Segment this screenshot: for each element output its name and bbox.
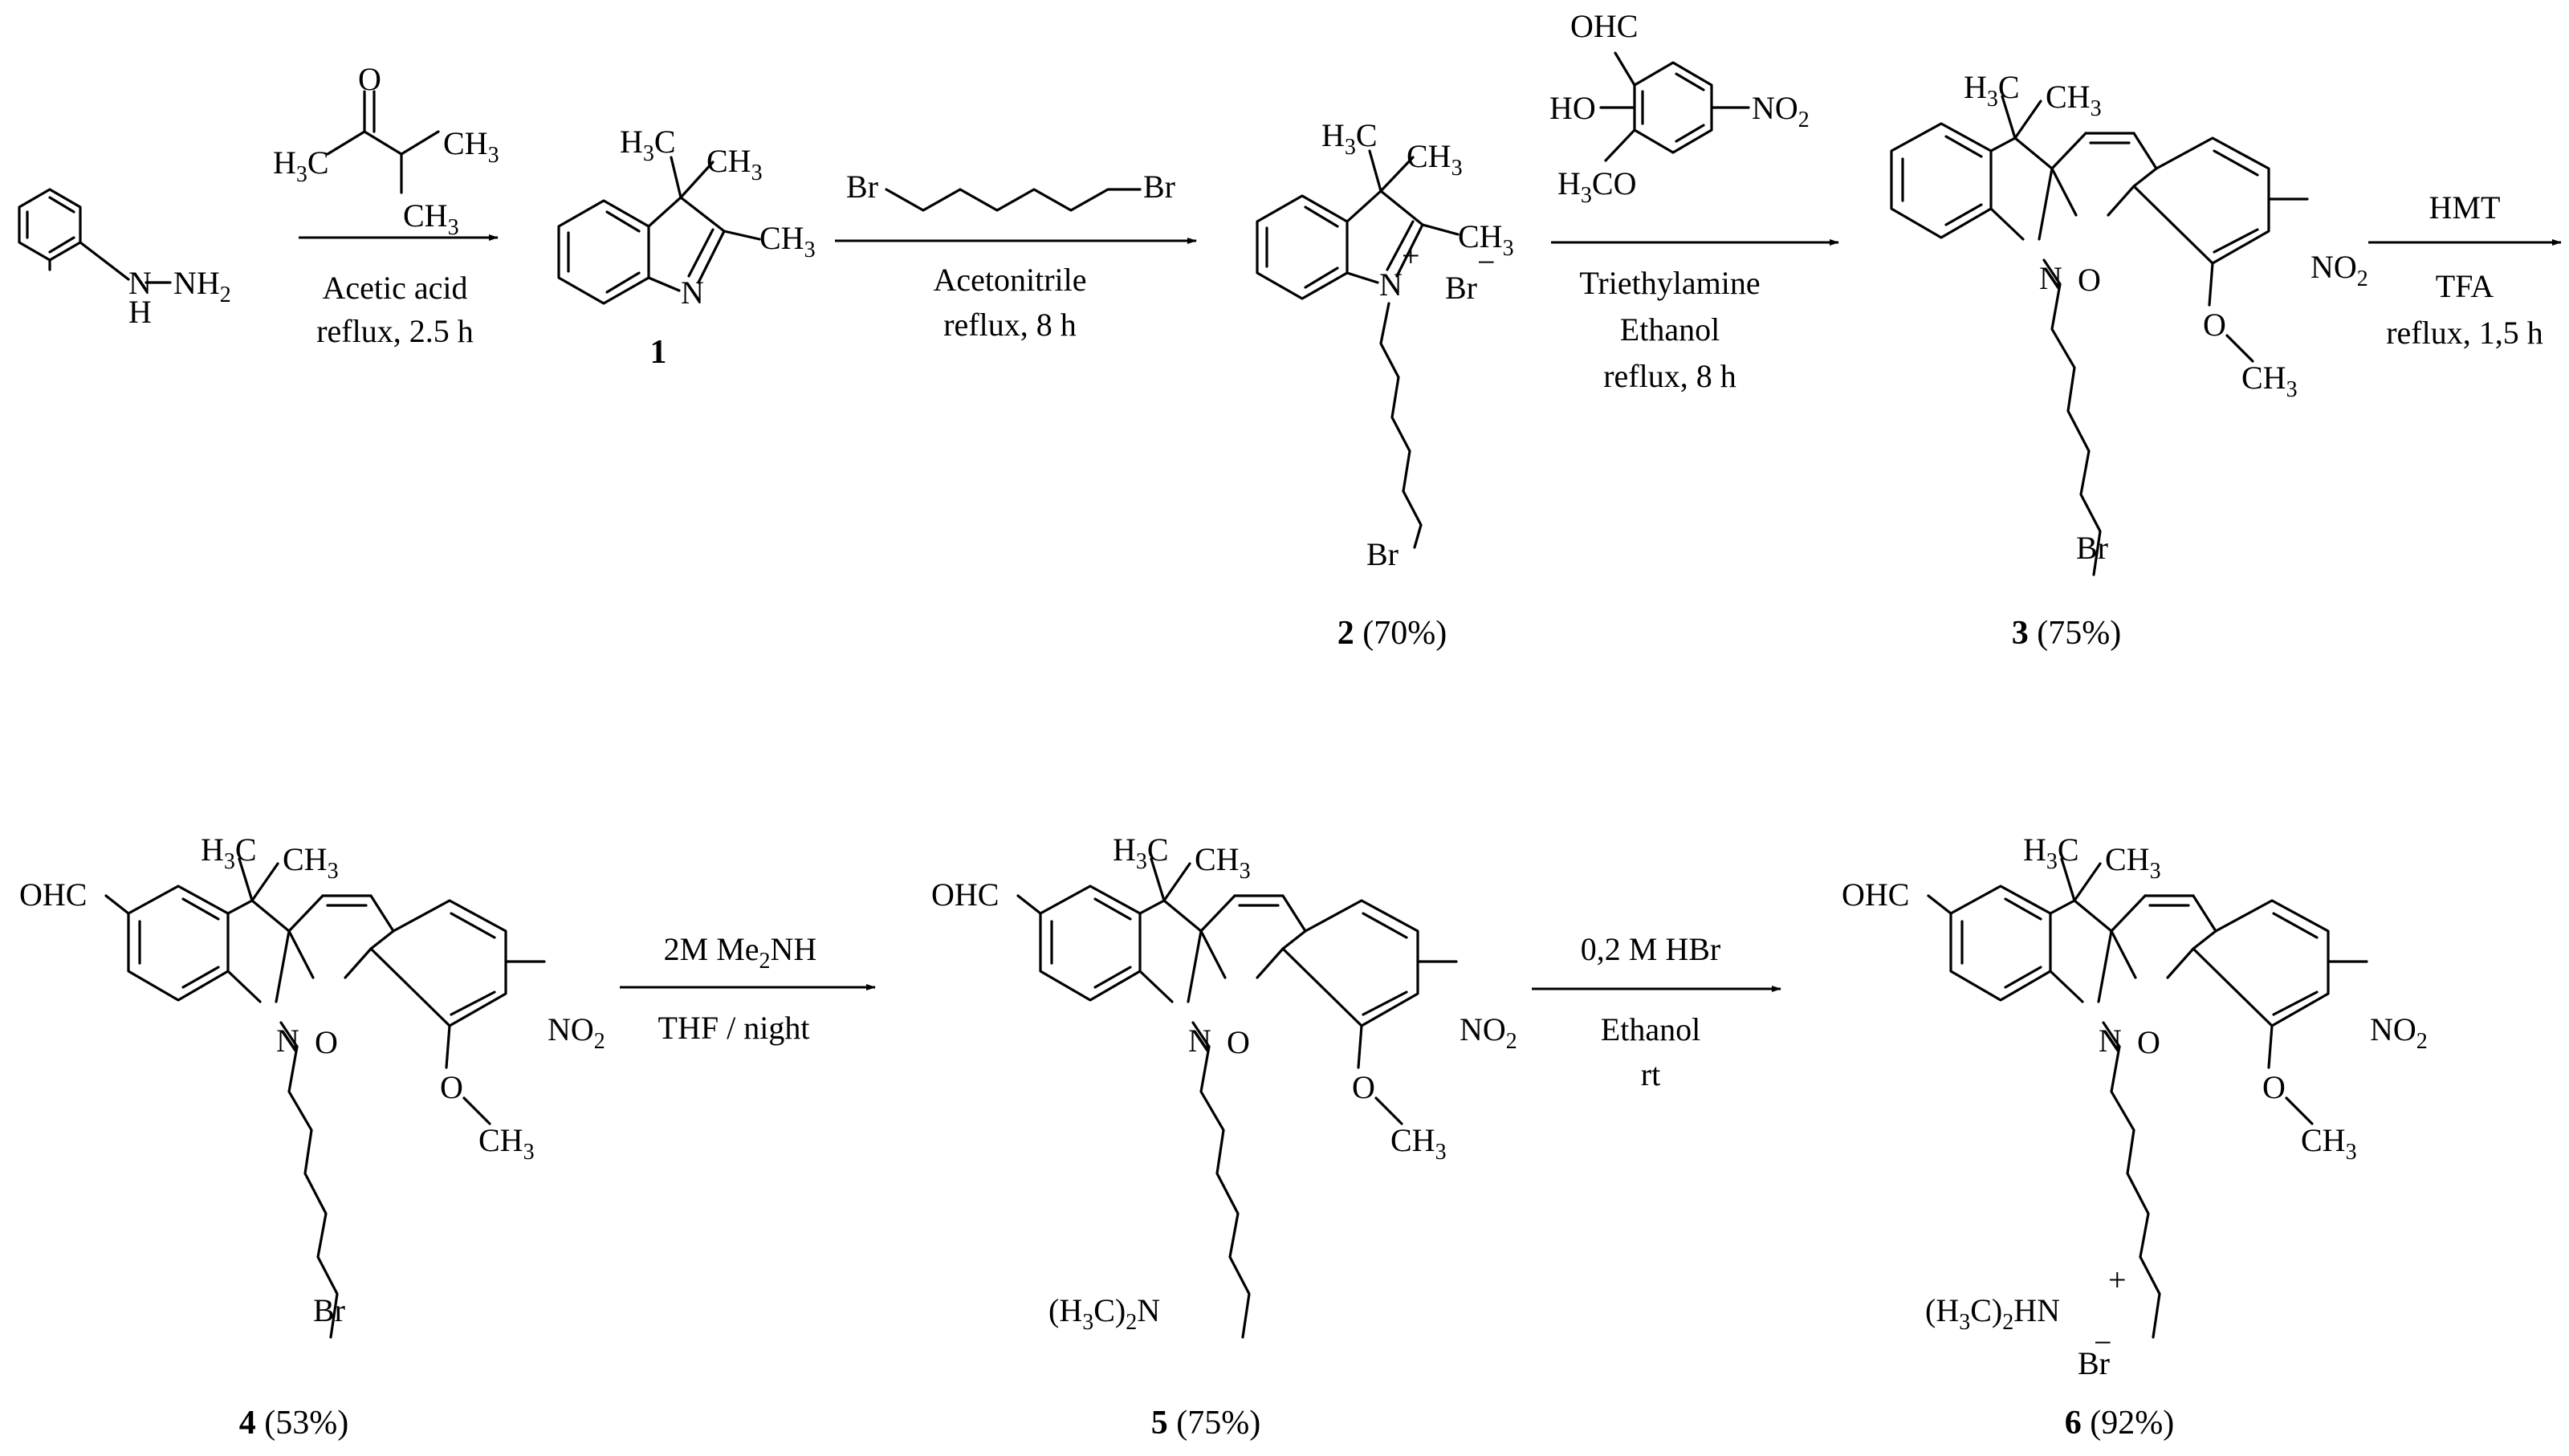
atom-ch3: CH3 bbox=[1407, 138, 1463, 181]
compound-2-label: 2 (70%) bbox=[1337, 615, 1447, 652]
atom-no2: NO2 bbox=[2310, 249, 2368, 291]
atom-dimethylammonium: (H3C)2HN bbox=[1925, 1292, 2060, 1335]
step6-condition: 0,2 M HBr bbox=[1581, 931, 1720, 967]
step4-condition: HMT bbox=[2429, 189, 2501, 226]
atom-ch3: CH3 bbox=[2301, 1122, 2357, 1165]
step3-condition: reflux, 8 h bbox=[1603, 358, 1736, 394]
atom-dimethylamino: (H3C)2N bbox=[1048, 1292, 1160, 1335]
atom-h3c: H3C bbox=[1964, 69, 2020, 112]
step1-condition: reflux, 2.5 h bbox=[316, 313, 474, 349]
atom-n: N bbox=[2039, 260, 2062, 296]
atom-o: O bbox=[2262, 1069, 2286, 1105]
dibromopentane-structure: Br Br bbox=[846, 169, 1175, 212]
atom-h3c: H3C bbox=[1321, 117, 1378, 160]
compound-1-label: 1 bbox=[650, 334, 667, 371]
atom-n: N bbox=[1188, 1023, 1211, 1059]
atom-n: N bbox=[1379, 266, 1403, 303]
atom-ch3: CH3 bbox=[1195, 841, 1251, 884]
charge-minus: − bbox=[2094, 1324, 2112, 1360]
atom-o: O bbox=[2203, 307, 2226, 343]
atom-o: O bbox=[1352, 1069, 1375, 1105]
charge-plus: + bbox=[2108, 1262, 2127, 1298]
step4-condition: TFA bbox=[2436, 268, 2494, 304]
atom-br: Br bbox=[1143, 169, 1175, 205]
atom-ohc: OHC bbox=[19, 876, 87, 913]
atom-h3c: H3C bbox=[1113, 832, 1169, 874]
compound-3-structure: N O H3C CH3 NO2 O CH3 Br bbox=[1890, 69, 2368, 576]
atom-o: O bbox=[2078, 262, 2101, 298]
atom-br: Br bbox=[846, 169, 878, 205]
step6-condition: rt bbox=[1641, 1056, 1660, 1092]
atom-h3c: H3C bbox=[201, 832, 257, 874]
atom-no2: NO2 bbox=[1752, 90, 1810, 132]
atom-ch3: CH3 bbox=[2046, 79, 2102, 121]
atom-ch3: CH3 bbox=[443, 125, 499, 168]
atom-o: O bbox=[2137, 1024, 2160, 1060]
atom-ohc: OHC bbox=[1570, 8, 1638, 44]
charge-minus: − bbox=[1477, 244, 1496, 280]
nitro-methoxysalicylaldehyde-structure: OHC HO H3CO NO2 bbox=[1549, 8, 1810, 208]
atom-ch3: CH3 bbox=[478, 1122, 535, 1165]
methyl-isopropyl-ketone-structure: O H3C CH3 CH3 bbox=[273, 61, 499, 240]
atom-ch3: CH3 bbox=[1458, 218, 1514, 261]
atom-ch3: CH3 bbox=[283, 841, 339, 884]
atom-ohc: OHC bbox=[1842, 876, 1909, 913]
atom-h3c: H3C bbox=[273, 144, 329, 187]
atom-br-counterion: Br bbox=[1445, 270, 1477, 306]
compound-2-structure: N + H3C CH3 CH3 Br − Br bbox=[1256, 117, 1514, 572]
atom-h3c: H3C bbox=[620, 124, 676, 166]
atom-br: Br bbox=[313, 1292, 345, 1328]
phenylhydrazine-structure: N H NH2 bbox=[18, 188, 231, 330]
atom-no2: NO2 bbox=[548, 1011, 605, 1054]
atom-ohc: OHC bbox=[931, 876, 999, 913]
step5-condition: THF / night bbox=[658, 1010, 810, 1046]
atom-br: Br bbox=[1366, 536, 1398, 572]
step1-condition: Acetic acid bbox=[323, 270, 468, 306]
atom-ch3: CH3 bbox=[759, 220, 816, 262]
atom-ch3: CH3 bbox=[1390, 1122, 1447, 1165]
step2-condition: reflux, 8 h bbox=[943, 307, 1077, 343]
atom-n: N bbox=[2099, 1023, 2122, 1059]
compound-6-structure: OHC N O H3C CH3 NO2 O CH3 (H3C)2HN + − B… bbox=[1842, 832, 2428, 1381]
atom-n: N bbox=[681, 275, 704, 311]
compound-6-label: 6 (92%) bbox=[2065, 1405, 2174, 1442]
step2-condition: Acetonitrile bbox=[933, 262, 1086, 298]
atom-h: H bbox=[128, 294, 152, 330]
step3-condition: Ethanol bbox=[1620, 311, 1720, 348]
compound-4-label: 4 (53%) bbox=[239, 1405, 348, 1442]
atom-h3co: H3CO bbox=[1557, 165, 1636, 208]
atom-h3c: H3C bbox=[2023, 832, 2079, 874]
atom-ch3: CH3 bbox=[2241, 360, 2298, 402]
atom-br: Br bbox=[2076, 530, 2108, 566]
compound-4-structure: OHC N O H3C CH3 NO2 O CH3 Br bbox=[19, 832, 605, 1339]
compound-1-structure: N H3C CH3 CH3 bbox=[557, 124, 816, 311]
atom-ch3: CH3 bbox=[2105, 841, 2161, 884]
atom-n: N bbox=[128, 265, 152, 301]
atom-nh2: NH2 bbox=[173, 265, 231, 307]
compound-5-label: 5 (75%) bbox=[1151, 1405, 1260, 1442]
step3-condition: Triethylamine bbox=[1579, 265, 1760, 301]
atom-ho: HO bbox=[1549, 90, 1596, 126]
atom-ch3: CH3 bbox=[706, 143, 763, 185]
atom-n: N bbox=[276, 1023, 299, 1059]
atom-o: O bbox=[315, 1024, 338, 1060]
atom-no2: NO2 bbox=[2370, 1011, 2428, 1054]
compound-3-label: 3 (75%) bbox=[2012, 615, 2121, 652]
step5-condition: 2M Me2NH bbox=[664, 931, 817, 974]
charge-plus: + bbox=[1402, 238, 1420, 274]
atom-ch3: CH3 bbox=[403, 197, 459, 240]
atom-o: O bbox=[440, 1069, 463, 1105]
step6-condition: Ethanol bbox=[1601, 1011, 1700, 1047]
atom-no2: NO2 bbox=[1460, 1011, 1517, 1054]
step4-condition: reflux, 1,5 h bbox=[2386, 315, 2543, 351]
atom-br-counterion: Br bbox=[2078, 1345, 2110, 1381]
atom-o: O bbox=[358, 61, 381, 97]
compound-5-structure: OHC N O H3C CH3 NO2 O CH3 (H3C)2N bbox=[931, 832, 1517, 1339]
atom-o: O bbox=[1227, 1024, 1250, 1060]
